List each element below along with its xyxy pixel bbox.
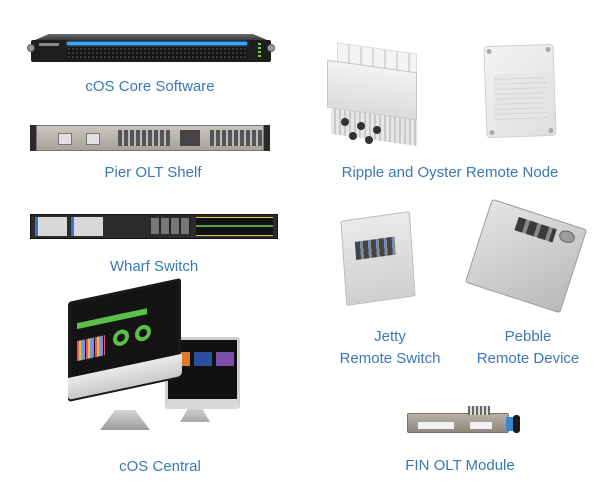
- module-sticker: [470, 422, 492, 429]
- port-bank-2: [210, 130, 262, 146]
- rack-ear-right-icon: [267, 44, 275, 52]
- wharf-switch-image: [30, 214, 278, 239]
- connector-icon: [373, 126, 381, 134]
- cos-core-label: cOS Core Software: [85, 78, 215, 95]
- port-block: [514, 216, 557, 243]
- fin-olt-module-image: [407, 406, 520, 433]
- ripple-oyster-label: Ripple and Oyster Remote Node: [341, 164, 559, 181]
- brand-logo: [39, 43, 59, 46]
- cos-core-server-image: [27, 34, 275, 62]
- jetty-label-type: Remote Switch: [339, 350, 441, 367]
- pebble-label-name: Pebble: [504, 328, 552, 345]
- dashboard-header-bar: [77, 308, 147, 330]
- port-block: [354, 236, 396, 261]
- pull-tab: [513, 415, 520, 433]
- wharf-switch-label: Wharf Switch: [109, 258, 199, 275]
- connector-icon: [349, 132, 357, 140]
- pebble-device-image: [464, 198, 588, 314]
- screw-icon: [545, 46, 551, 53]
- connector-cap: [557, 228, 577, 245]
- connector-icon: [357, 122, 365, 130]
- cos-central-label: cOS Central: [119, 458, 201, 475]
- back-monitor-stand: [180, 409, 210, 422]
- ripple-node-image: [327, 42, 422, 147]
- dashboard-tile: [194, 352, 212, 366]
- front-monitor-stand: [100, 410, 150, 430]
- power-connector-1: [58, 133, 72, 145]
- pier-olt-label: Pier OLT Shelf: [104, 164, 202, 181]
- rack-ear-right-icon: [262, 125, 270, 151]
- connector-icon: [365, 136, 373, 144]
- bar-chart-icon: [77, 335, 105, 362]
- port-bank-1: [118, 130, 170, 146]
- oyster-node-image: [483, 43, 557, 139]
- pier-olt-shelf-image: [30, 125, 270, 151]
- screw-icon: [489, 129, 495, 136]
- vent-mesh: [67, 47, 247, 59]
- power-connector-2: [86, 133, 100, 145]
- blue-led-bar: [67, 42, 247, 45]
- jetty-switch-image: [340, 211, 416, 306]
- rack-ear-left-icon: [27, 44, 35, 52]
- status-leds-icon: [258, 43, 261, 57]
- sfp-ports: [151, 218, 191, 234]
- jetty-label-name: Jetty: [374, 328, 406, 345]
- psu-2: [71, 217, 103, 236]
- module-sticker: [418, 422, 454, 429]
- sfp-cage: [468, 406, 490, 415]
- latch-icon: [506, 417, 514, 431]
- psu-1: [35, 217, 67, 236]
- donut-chart-icon: [113, 328, 129, 348]
- screw-icon: [486, 48, 492, 55]
- screw-icon: [548, 127, 554, 134]
- donut-chart-icon: [135, 323, 151, 343]
- rack-ear-left-icon: [30, 125, 38, 151]
- pebble-label-type: Remote Device: [476, 350, 580, 367]
- uplink-ports-1: [180, 130, 200, 146]
- dashboard-tile: [216, 352, 234, 366]
- qsfp-port-array: [196, 217, 273, 236]
- fin-olt-label: FIN OLT Module: [405, 457, 515, 474]
- wave-texture: [493, 73, 547, 121]
- connector-icon: [341, 118, 349, 126]
- server-top: [35, 34, 267, 40]
